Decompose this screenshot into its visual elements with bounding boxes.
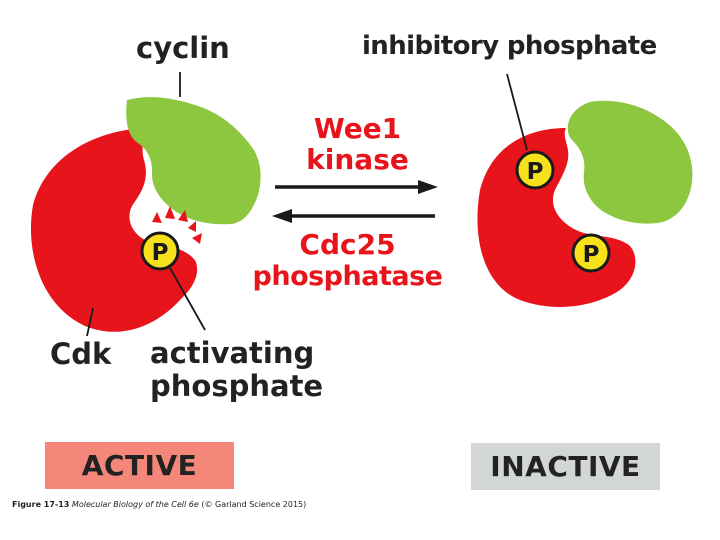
wee1-label: Wee1 bbox=[313, 112, 402, 145]
inhibitory-phosphate-label: inhibitory phosphate bbox=[362, 31, 657, 61]
book-title: Molecular Biology of the Cell 6e bbox=[71, 500, 199, 509]
active-state-label: ACTIVE bbox=[81, 449, 198, 482]
activating-phosphate-leader-line bbox=[169, 267, 206, 331]
figure-number: Figure 17-13 bbox=[12, 500, 70, 509]
activation-spark-marks bbox=[152, 206, 202, 244]
inactive-phosphate-badge: P bbox=[571, 233, 611, 273]
active-state-box: ACTIVE bbox=[45, 442, 234, 489]
cdk-leader-line bbox=[86, 307, 94, 337]
kinase-label: kinase bbox=[306, 143, 409, 176]
cyclin-label: cyclin bbox=[136, 31, 230, 65]
activating-phosphate-symbol: P bbox=[152, 240, 169, 266]
active-complex bbox=[30, 97, 261, 332]
forward-reaction-arrow bbox=[275, 180, 438, 194]
inactive-complex bbox=[477, 100, 693, 307]
inactive-state-box: INACTIVE bbox=[471, 443, 660, 490]
reverse-reaction-arrow bbox=[272, 209, 435, 223]
inactive-state-label: INACTIVE bbox=[490, 450, 641, 483]
active-cdk-shape bbox=[30, 128, 198, 332]
copyright-credit: (© Garland Science 2015) bbox=[201, 500, 307, 509]
active-cyclin-shape bbox=[126, 97, 261, 225]
figure-caption: Figure 17-13 Molecular Biology of the Ce… bbox=[12, 500, 306, 509]
inactive-cyclin-shape bbox=[567, 100, 693, 224]
inactive-phosphate-symbol: P bbox=[583, 242, 600, 268]
cdk-label: Cdk bbox=[50, 337, 112, 371]
cdc25-label: Cdc25 bbox=[299, 228, 396, 261]
inhibitory-phosphate-leader-line bbox=[506, 73, 528, 151]
phosphatase-label: phosphatase bbox=[252, 261, 443, 292]
activating-phosphate-label-line2: phosphate bbox=[150, 369, 324, 403]
inhibitory-phosphate-symbol: P bbox=[527, 159, 544, 185]
activating-phosphate-badge: P bbox=[140, 231, 180, 271]
inhibitory-phosphate-badge: P bbox=[515, 150, 555, 190]
activating-phosphate-label-line1: activating bbox=[150, 336, 315, 370]
